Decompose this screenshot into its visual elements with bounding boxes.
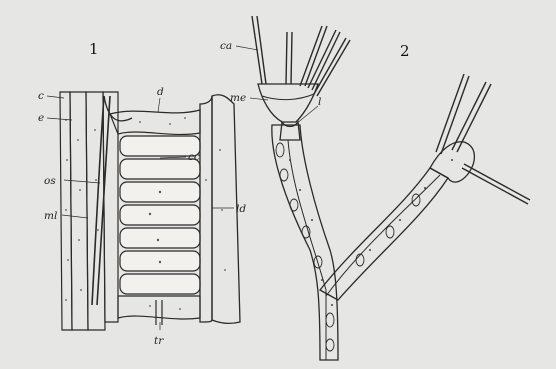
main-stalk — [272, 125, 338, 360]
inner-canal — [288, 140, 440, 360]
calyx-cup — [258, 84, 318, 122]
label-os: os — [44, 175, 56, 187]
chamber — [120, 274, 200, 294]
label-ca: ca — [220, 40, 232, 52]
side-branch — [320, 168, 448, 300]
label-ld: ld — [236, 203, 246, 215]
label-e: e — [38, 112, 44, 124]
os-tube — [92, 96, 110, 305]
panel-number-2: 2 — [400, 42, 410, 60]
chamber — [120, 228, 200, 248]
label-me: me — [230, 92, 246, 104]
epidermis-layer — [70, 92, 88, 330]
inner-tissue-left — [103, 92, 118, 322]
trabecula — [156, 300, 162, 325]
label-l: l — [318, 96, 321, 108]
label-ml: ml — [44, 210, 57, 222]
panel-number-1: 1 — [89, 40, 99, 58]
tissue-bottom — [118, 296, 200, 319]
label-c: c — [38, 90, 44, 102]
right-wall-ld — [200, 96, 212, 322]
panel-2-drawing — [236, 16, 530, 360]
cells — [276, 143, 420, 351]
chamber — [120, 205, 200, 225]
label-tr: tr — [154, 335, 164, 347]
tissue-d — [110, 110, 200, 134]
calyx-rim — [262, 94, 314, 100]
label-d: d — [157, 86, 164, 98]
branch-head — [430, 142, 474, 182]
tentacles-branch — [436, 74, 530, 204]
panel-1-drawing — [47, 92, 240, 330]
label-cc: cc — [188, 151, 200, 163]
cell-dots — [289, 159, 453, 306]
